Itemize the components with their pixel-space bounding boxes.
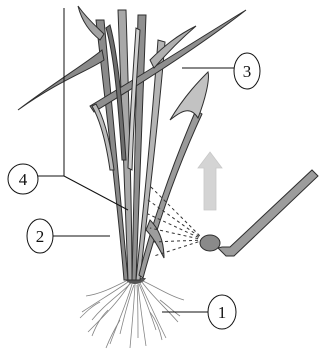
- upward-arrow-icon: [198, 152, 222, 210]
- callout-4: 4: [8, 164, 38, 194]
- spray-pipe: [200, 170, 318, 256]
- leaf-far-left: [18, 50, 104, 110]
- roots: [80, 281, 184, 348]
- callout-4-label: 4: [19, 170, 28, 189]
- nozzle-icon: [200, 235, 220, 251]
- callout-1: 1: [208, 295, 236, 329]
- callout-3-label: 3: [243, 62, 252, 81]
- callout-2-label: 2: [36, 227, 45, 246]
- pipe-body: [218, 170, 318, 256]
- leaves: [18, 6, 246, 258]
- callout-2: 2: [27, 219, 53, 253]
- callout-1-label: 1: [218, 303, 227, 322]
- leaf-curved-right: [170, 72, 208, 120]
- callout-3: 3: [234, 53, 260, 89]
